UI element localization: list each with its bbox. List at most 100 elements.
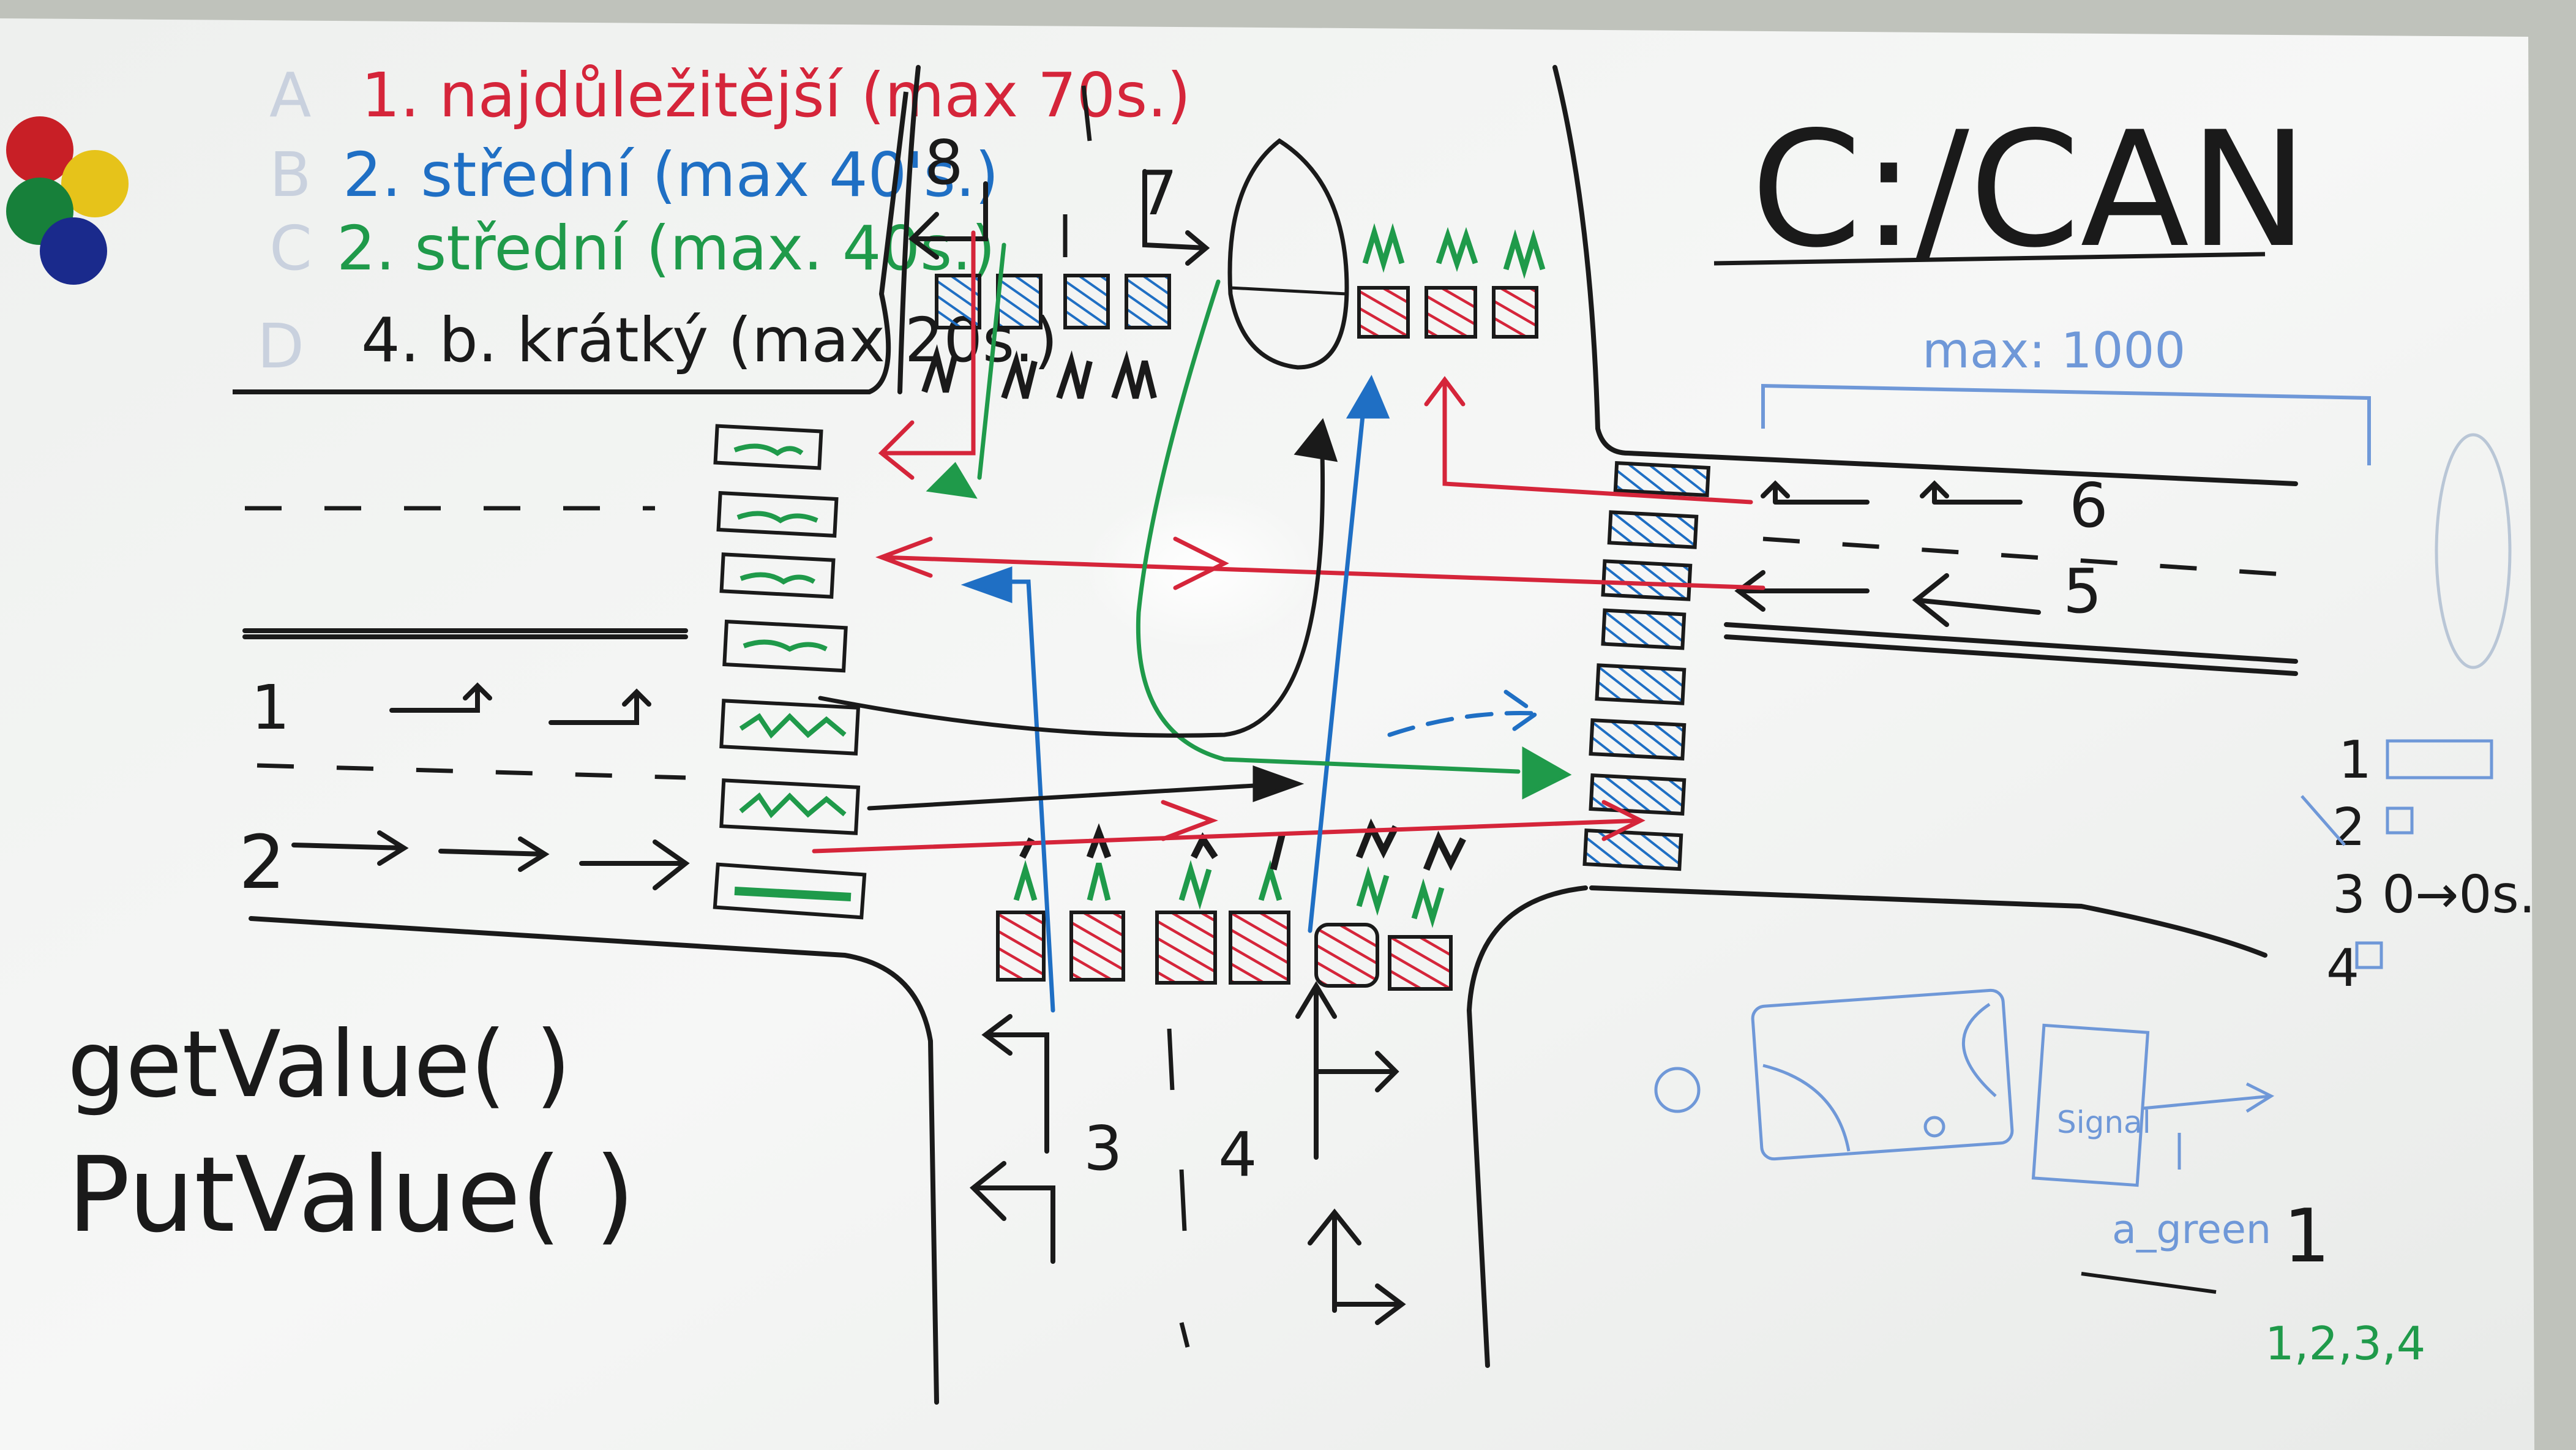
red-paths — [812, 230, 1765, 854]
list-item: 4 — [2326, 938, 2359, 999]
yellow-magnet — [61, 150, 129, 217]
checkbox — [2386, 806, 2414, 835]
north-signals — [921, 274, 1171, 399]
signal-box-red — [1388, 935, 1453, 991]
legend-item-3: 2. střední (max. 40s.) — [337, 212, 995, 284]
south-green-marks — [1013, 860, 1445, 928]
signal-box-red — [1357, 286, 1410, 339]
south-road-left-edge — [249, 916, 939, 1405]
signal-box-blue — [1582, 828, 1683, 871]
priority-legend: A 1. najdůležitější (max 70s.) B 2. stře… — [233, 59, 1191, 394]
east-road-line — [1724, 622, 2298, 664]
lane-1-arrow — [549, 688, 651, 725]
board-surface — [0, 18, 2534, 1450]
lane-8-arrow — [908, 181, 988, 260]
green-arrowhead — [1522, 746, 1572, 800]
north-black-marks — [921, 344, 1157, 399]
blue-path-straight — [1308, 389, 1368, 933]
signal-box-blue — [1601, 559, 1693, 601]
legend-letter: B — [269, 139, 312, 211]
right-list-checkboxes — [2301, 739, 2493, 969]
signal-box-green — [722, 619, 848, 673]
sketch-curve — [1762, 1064, 1851, 1152]
black-arrowhead — [1252, 765, 1305, 802]
lane-3-arrow — [970, 1161, 1055, 1264]
signal-box-blue — [1595, 663, 1687, 705]
legend-item-1: 1. najdůležitější (max 70s.) — [361, 59, 1191, 131]
lane-2-arrow — [579, 840, 690, 890]
east-signals — [1582, 460, 1711, 871]
signal-box-blue — [996, 274, 1043, 329]
signal-box-red — [1314, 923, 1379, 988]
black-path-straight — [867, 781, 1288, 811]
road-outlines — [242, 65, 2298, 1405]
blue-path-right-turn — [1387, 689, 1541, 737]
legend-divider — [233, 91, 908, 394]
signal-box-red — [1069, 911, 1125, 982]
east-road-line — [1724, 634, 2298, 676]
max-bracket — [1761, 383, 2371, 465]
north-road-right-edge — [1552, 65, 2298, 486]
lane-number-5: 5 — [2063, 555, 2102, 627]
green-path-left — [977, 242, 1006, 480]
blue-arrowhead — [960, 566, 1013, 603]
legend-letter: A — [269, 59, 311, 131]
faded-ellipse — [2435, 433, 2512, 669]
legend-item-2: 2. střední (max 40's.) — [343, 139, 999, 211]
lane-number-7: 7 — [1139, 157, 1178, 229]
south-road-right-edge — [1466, 885, 1588, 1368]
red-path-straight-east — [812, 800, 1646, 854]
list-item: 3 0→0s. — [2332, 865, 2536, 925]
median-divider — [1230, 286, 1347, 296]
east-dashed-line — [1762, 536, 2302, 578]
south-dashed-line — [1179, 1322, 1190, 1348]
signal-box-red — [1229, 911, 1290, 985]
signal-box-blue — [1613, 460, 1711, 498]
signal-box-green — [719, 778, 861, 835]
green-underline — [2081, 1272, 2217, 1294]
north-green-marks — [1362, 223, 1546, 279]
east-road-bottom-edge — [1589, 885, 2267, 958]
legend-letter: C — [269, 212, 312, 284]
lane-3-arrow — [981, 1014, 1049, 1154]
black-path-left-turn — [818, 451, 1325, 738]
black-arrowhead — [1294, 418, 1338, 462]
list-item: 1 — [2338, 730, 2372, 791]
signal-box-green — [713, 862, 867, 920]
legend-letter: D — [257, 310, 304, 382]
board-title: C:/CAN — [1751, 98, 2308, 283]
small-circle — [1654, 1067, 1701, 1113]
lane-arrows — [291, 169, 2041, 1325]
lane-number-1: 1 — [251, 672, 290, 743]
signal-box-blue — [1607, 510, 1699, 549]
lane-separators — [1063, 85, 1187, 1231]
lane-markings — [245, 506, 2302, 1348]
lane-6-arrow — [1920, 480, 2023, 505]
signal-label: Signal — [2057, 1105, 2151, 1140]
lane-number-4: 4 — [1218, 1119, 1257, 1190]
signal-box-blue — [1063, 274, 1110, 329]
north-road-left-edge — [897, 65, 921, 394]
get-value-function: getValue( ) — [67, 1012, 571, 1118]
lane-4-arrow — [1308, 1208, 1406, 1325]
signal-sketch — [1654, 433, 2512, 1187]
cross-mark — [2301, 795, 2346, 846]
blue-magnet — [40, 217, 107, 285]
lane-6-arrow — [1761, 480, 1870, 505]
blue-paths — [960, 375, 1541, 1013]
sketch-dot — [1923, 1116, 1945, 1138]
signal-box-green — [716, 490, 839, 538]
green-arrowhead — [926, 462, 978, 499]
sketch-curve — [1961, 1002, 1997, 1097]
max-note: max: 1000 — [1922, 322, 2185, 379]
signal-box-blue — [1125, 274, 1171, 329]
signal-box-red — [1492, 286, 1538, 339]
red-path-right-turn — [1424, 376, 1753, 505]
signal-arrow — [2142, 1082, 2275, 1113]
lane-number-3: 3 — [1084, 1113, 1123, 1184]
list-item: 2 — [2332, 797, 2365, 858]
lane-7-arrow — [1142, 169, 1210, 266]
red-path-straight-west — [875, 536, 1765, 590]
signal-box-blue — [1601, 608, 1687, 650]
